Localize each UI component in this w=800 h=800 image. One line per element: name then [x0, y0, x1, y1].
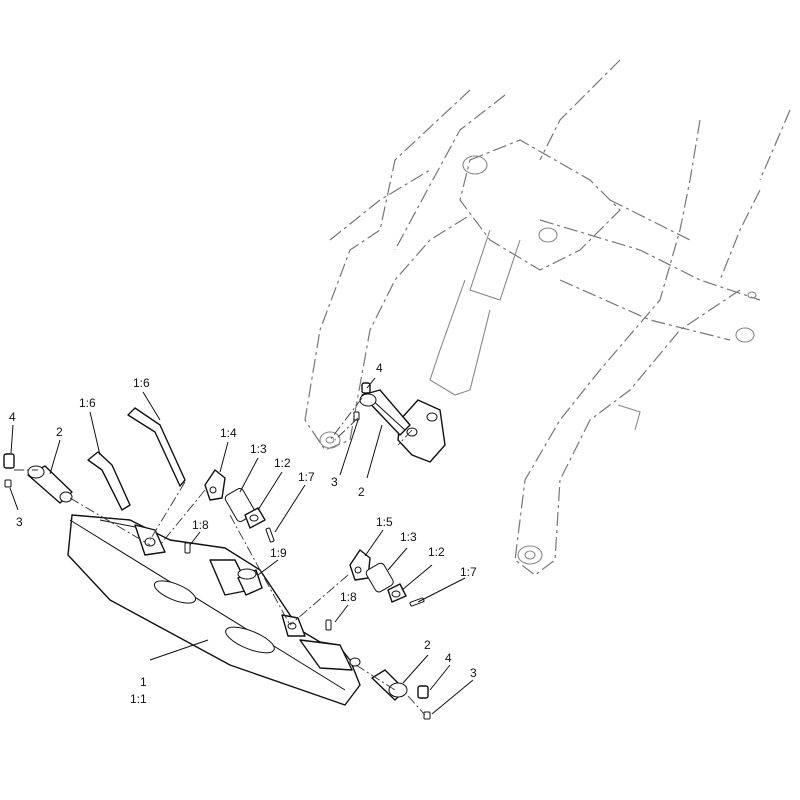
- callout-1-9-bushing: 1:9: [270, 546, 287, 560]
- callout-1-3-spring: 1:3: [250, 442, 267, 456]
- handle-long: [127, 407, 186, 487]
- roll-pin-upper: [265, 527, 275, 543]
- right-pivot-pin: [371, 669, 408, 701]
- callout-2-upper-pin: 2: [358, 485, 365, 499]
- latch-pin-upper: [244, 507, 266, 529]
- callout-1-2-latch-pin: 1:2: [274, 456, 291, 470]
- callout-4-left-bolt: 4: [9, 410, 16, 424]
- callout-2-right-pin: 2: [424, 638, 431, 652]
- callout-3-left-nut: 3: [16, 515, 23, 529]
- cylinder-clevis: [397, 399, 446, 463]
- handle-short: [87, 451, 131, 511]
- upper-pivot-pin: [359, 389, 411, 436]
- callout-1-7-roll-pin: 1:7: [298, 470, 315, 484]
- roll-pin-lower: [409, 597, 425, 607]
- spring-lower: [365, 562, 394, 593]
- callout-3-right-nut: 3: [470, 666, 477, 680]
- callout-1-7-roll-pin-lower: 1:7: [460, 565, 477, 579]
- bushing: [237, 568, 263, 596]
- callout-1-plate-assembly: 1: [140, 675, 147, 689]
- callout-2-left-pin: 2: [56, 425, 63, 439]
- callout-4-upper-bolt: 4: [376, 361, 383, 375]
- callout-1-4-latch-plate: 1:4: [220, 426, 237, 440]
- leader-lines: [9, 377, 474, 715]
- callout-1-6-short-handle: 1:6: [79, 396, 96, 410]
- right-nut: [423, 711, 431, 720]
- callout-1-2-latch-pin-lower: 1:2: [428, 545, 445, 559]
- callout-labels: 1:6 4 2 1:6 1:4 1:3 1:2 1:7 3 1:8 1:9 4 …: [9, 361, 477, 706]
- upper-bolt: [353, 382, 371, 421]
- loader-arm-phantom: [304, 59, 791, 576]
- callout-1-6-long-handle: 1:6: [133, 376, 150, 390]
- left-nut: [4, 479, 12, 488]
- latch-plate-upper: [204, 469, 226, 501]
- callout-1-1-plate: 1:1: [130, 692, 147, 706]
- callout-1-3-spring-lower: 1:3: [400, 530, 417, 544]
- callout-4-right-bolt: 4: [445, 651, 452, 665]
- latch-pin-lower: [387, 583, 407, 603]
- callout-1-8-grease-fitting: 1:8: [192, 518, 209, 532]
- callout-3-upper-nut: 3: [331, 475, 338, 489]
- left-pivot-pin: [27, 465, 73, 504]
- alignment-lines: [14, 397, 426, 716]
- left-bolt: [3, 453, 15, 469]
- right-bolt: [417, 685, 429, 699]
- latch-plate-lower: [349, 549, 371, 581]
- mounting-plate: [67, 514, 361, 706]
- callout-1-8-grease-fitting-lower: 1:8: [340, 590, 357, 604]
- grease-fitting-lower: [325, 619, 332, 631]
- callout-1-5-latch-plate: 1:5: [376, 515, 393, 529]
- grease-fitting-upper: [184, 542, 191, 554]
